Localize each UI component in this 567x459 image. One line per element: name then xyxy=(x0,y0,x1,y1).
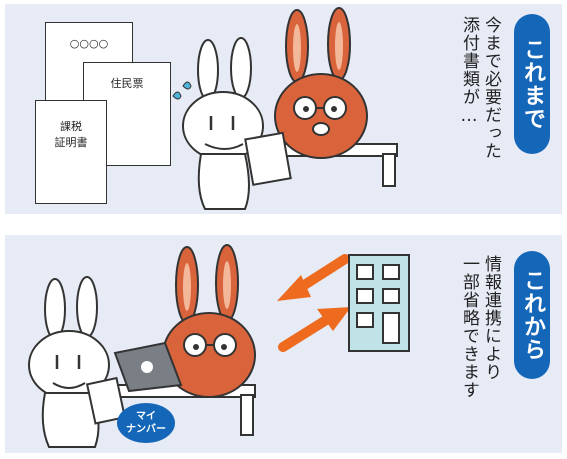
my-number-line2: ナンバー xyxy=(126,424,166,435)
my-number-card: マイ ナンバー xyxy=(117,403,175,443)
white-rabbit xyxy=(172,37,292,210)
badge-until-now: これまで xyxy=(514,14,550,154)
caption-after: 情報連携により 一部省略できます xyxy=(458,255,502,445)
document-tax-certificate: 課税 証明書 xyxy=(35,100,107,204)
caption-after-line2: 一部省略できます xyxy=(459,255,479,399)
document-residence-label: 住民票 xyxy=(110,77,144,90)
caption-before-line2: 添付書類が… xyxy=(459,16,479,127)
white-rabbit xyxy=(28,276,126,448)
badge-until-now-label: これまで xyxy=(520,38,545,130)
building xyxy=(348,254,410,352)
document-tax-line2: 証明書 xyxy=(54,136,88,149)
my-number-line1: マイ xyxy=(136,411,156,422)
scene-after-illustration xyxy=(28,244,410,448)
badge-from-now-label: これから xyxy=(520,269,545,361)
document-tax-line1: 課税 xyxy=(60,120,82,133)
brown-rabbit xyxy=(274,7,368,159)
brown-rabbit xyxy=(162,244,256,398)
caption-before: 今まで必要だった 添付書類が… xyxy=(458,16,502,206)
arrow-incoming-top xyxy=(277,254,350,301)
badge-from-now: これから xyxy=(514,251,550,379)
laptop xyxy=(113,341,183,393)
panel-before: ○○○○ 住民票 課税 証明書 xyxy=(5,4,562,214)
arrow-incoming-bottom xyxy=(278,307,351,352)
caption-before-line1: 今まで必要だった xyxy=(481,16,501,160)
scene-before-illustration xyxy=(172,7,398,210)
document-circles-label: ○○○○ xyxy=(69,37,109,50)
panel-after: マイ ナンバー 情報連携により 一部省略できます これから xyxy=(5,235,562,453)
caption-after-line1: 情報連携により xyxy=(481,255,501,381)
